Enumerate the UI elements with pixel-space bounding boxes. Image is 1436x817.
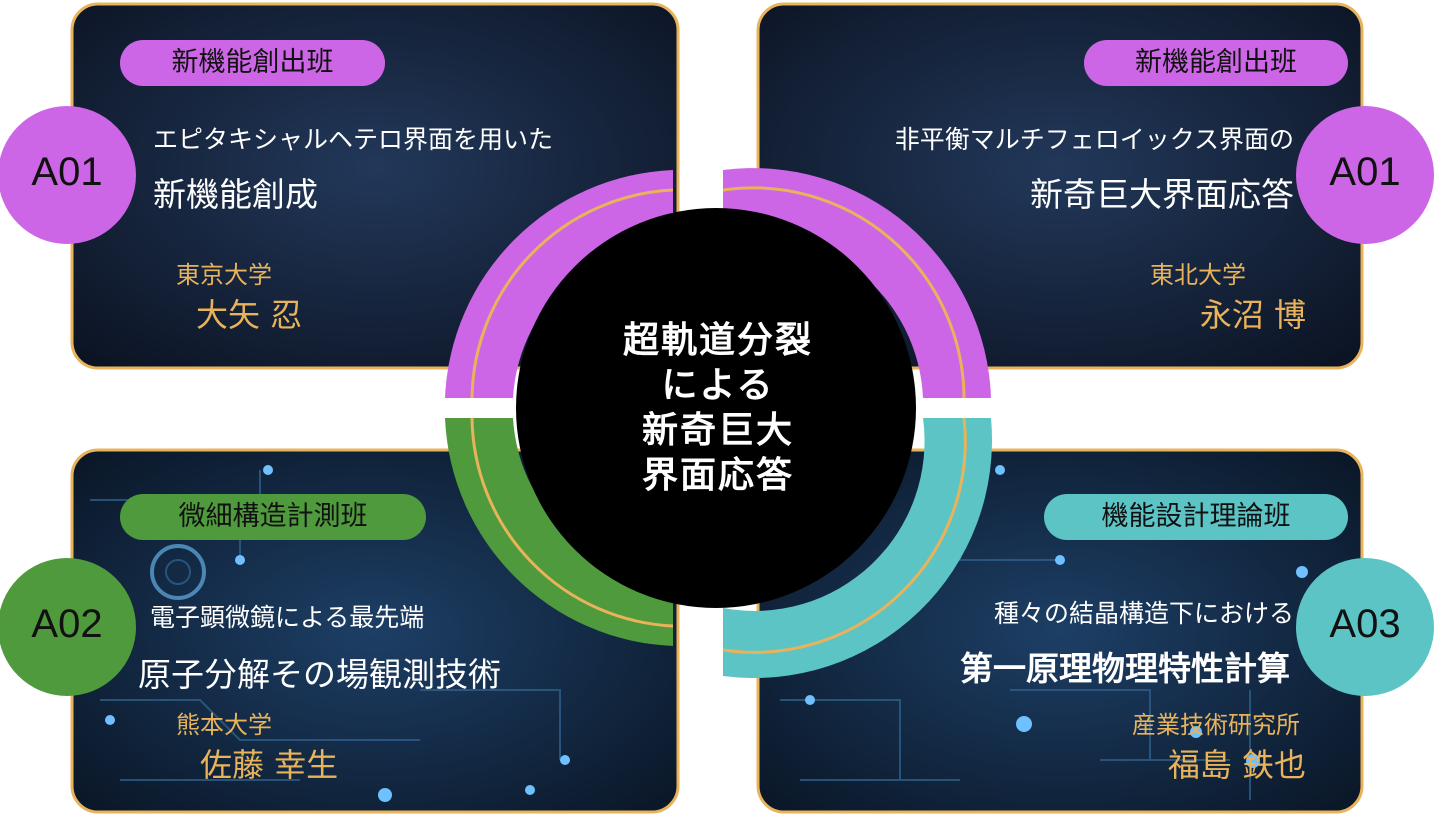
code-label-top-left: A01 [31, 150, 103, 194]
subtitle-bottom-left: 電子顕微鏡による最先端 [150, 603, 425, 632]
center-line-4: 界面応答 [641, 455, 794, 496]
code-label-top-right: A01 [1329, 150, 1401, 194]
code-circle-top-left [0, 106, 136, 244]
circuit-pattern-right [780, 470, 1251, 800]
group-label-top-left: 新機能創出班 [120, 40, 385, 86]
title-top-left: 新機能創成 [153, 175, 318, 214]
title-bottom-right: 第一原理物理特性計算 [960, 649, 1290, 688]
center-line-3: 新奇巨大 [641, 410, 794, 451]
code-circle-bottom-right [1296, 558, 1434, 696]
code-circle-bottom-left [0, 558, 136, 696]
subtitle-top-right: 非平衡マルチフェロイックス界面の [894, 125, 1294, 154]
ring-gold-lines [470, 186, 967, 654]
ring-quadrant-top-left [445, 170, 673, 398]
person-bottom-right: 福島 鉄也 [1167, 746, 1306, 784]
person-top-right: 永沼 博 [1199, 296, 1306, 334]
group-label-top-right: 新機能創出班 [1084, 40, 1348, 86]
institution-bottom-left: 熊本大学 [176, 711, 272, 739]
center-disc [516, 208, 916, 608]
title-top-right: 新奇巨大界面応答 [1030, 175, 1294, 214]
institution-top-left: 東京大学 [176, 261, 272, 289]
person-top-left: 大矢 忍 [196, 296, 303, 334]
code-circle-top-right [1296, 106, 1434, 244]
subtitle-top-left: エピタキシャルヘテロ界面を用いた [153, 125, 554, 154]
center-line-2: による [661, 365, 775, 406]
person-bottom-left: 佐藤 幸生 [200, 746, 339, 784]
code-label-bottom-left: A02 [31, 602, 103, 646]
ring-quadrant-bottom-right [723, 418, 993, 679]
code-label-bottom-right: A03 [1329, 602, 1401, 646]
title-bottom-left: 原子分解その場観測技術 [138, 655, 501, 694]
circuit-nodes-right [805, 465, 1308, 768]
subtitle-bottom-right: 種々の結晶構造下における [993, 599, 1294, 628]
circuit-nodes-left [105, 465, 570, 802]
institution-top-right: 東北大学 [1150, 261, 1246, 289]
ring-quadrant-bottom-left [445, 418, 673, 646]
group-label-bottom-right: 機能設計理論班 [1044, 494, 1348, 540]
center-line-1: 超軌道分裂 [622, 320, 813, 361]
group-label-bottom-left: 微細構造計測班 [120, 494, 426, 540]
institution-bottom-right: 産業技術研究所 [1132, 711, 1300, 739]
center-title: 超軌道分裂 による 新奇巨大 界面応答 [568, 318, 868, 498]
